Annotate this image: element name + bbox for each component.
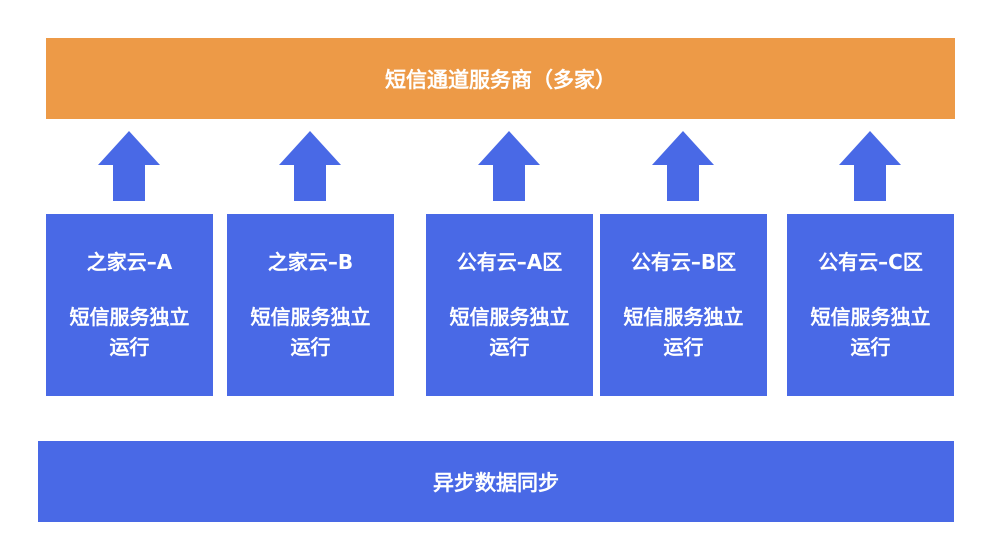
up-arrow-icon [279, 131, 341, 201]
node-title: 之家云–B [267, 250, 354, 274]
sms-provider-bar: 短信通道服务商（多家） [46, 38, 955, 119]
up-arrow-icon [98, 131, 160, 201]
async-sync-label: 异步数据同步 [433, 470, 559, 495]
node-title: 公有云–C区 [818, 250, 923, 274]
node-description: 短信服务独立运行 [250, 305, 371, 359]
node-zhijia-cloud-b: 之家云–B 短信服务独立运行 [227, 214, 394, 396]
node-title: 公有云–B区 [630, 250, 737, 274]
sms-provider-label: 短信通道服务商（多家） [385, 67, 616, 92]
node-title: 公有云–A区 [456, 250, 563, 274]
node-zhijia-cloud-a: 之家云–A 短信服务独立运行 [46, 214, 213, 396]
node-title: 之家云–A [86, 250, 173, 274]
node-public-cloud-c: 公有云–C区 短信服务独立运行 [787, 214, 954, 396]
node-public-cloud-b: 公有云–B区 短信服务独立运行 [600, 214, 767, 396]
node-description: 短信服务独立运行 [69, 305, 190, 359]
async-sync-bar: 异步数据同步 [38, 441, 954, 522]
up-arrow-icon [652, 131, 714, 201]
node-description: 短信服务独立运行 [623, 305, 744, 359]
node-description: 短信服务独立运行 [449, 305, 570, 359]
up-arrow-icon [839, 131, 901, 201]
node-public-cloud-a: 公有云–A区 短信服务独立运行 [426, 214, 593, 396]
up-arrow-icon [478, 131, 540, 201]
node-description: 短信服务独立运行 [810, 305, 931, 359]
